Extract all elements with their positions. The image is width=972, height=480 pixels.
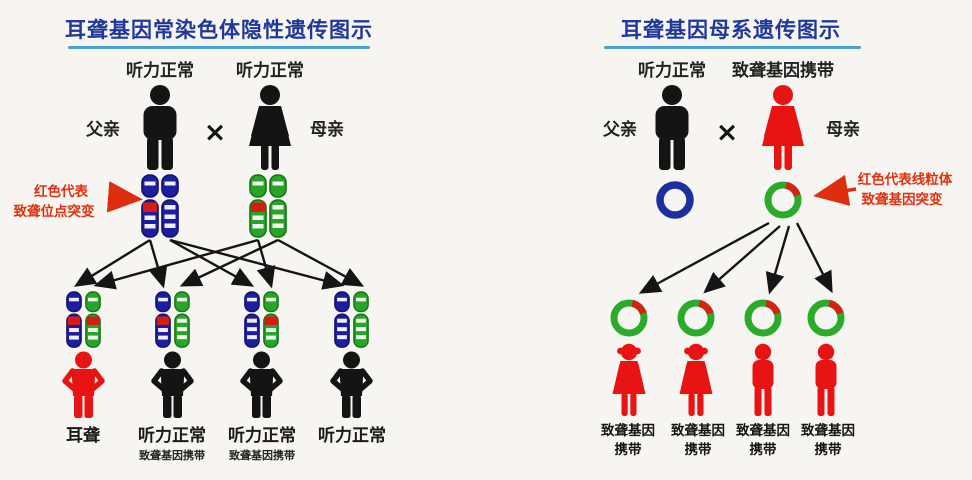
child-mitochondria-mutant-icon [811, 303, 841, 333]
left-mother-role-label: 母亲 [310, 120, 344, 141]
blue-chromosome-icon [161, 174, 179, 238]
right-title-underline [604, 46, 861, 49]
green-chromosome-icon [269, 174, 287, 238]
right-child4-label-line1: 致聋基因 [801, 422, 855, 439]
right-child1-label-line1: 致聋基因 [601, 422, 655, 439]
carrier-daughter-icon [679, 343, 713, 417]
left-pedigree [65, 84, 370, 419]
blue-mutant-chromosome-icon [141, 174, 159, 238]
left-title-underline [68, 46, 370, 49]
right-annotation-line1: 红色代表线粒体 [857, 171, 953, 188]
deaf-child-icon [65, 352, 102, 419]
right-father-role-label: 父亲 [603, 120, 637, 141]
left-father-role-label: 父亲 [86, 120, 120, 141]
child-mitochondria-mutant-icon [681, 303, 711, 333]
mitochondria-annotation-arrow-icon [813, 174, 857, 206]
left-annotation-line1: 红色代表 [34, 183, 88, 200]
carrier-son-icon [815, 343, 837, 417]
left-mother-icon [248, 84, 292, 171]
right-title: 耳聋基因母系遗传图示 [621, 17, 841, 42]
left-title: 耳聋基因常染色体隐性遗传图示 [65, 17, 373, 42]
left-child3-sublabel: 致聋基因携带 [229, 449, 295, 463]
mother-chromosome-pair [249, 174, 287, 238]
right-pedigree [612, 84, 857, 417]
right-child4-label-line2: 携带 [814, 441, 842, 458]
right-child3-label-line1: 致聋基因 [736, 422, 790, 439]
right-mother-icon [761, 84, 805, 171]
left-father-status-label: 听力正常 [126, 61, 194, 82]
left-child1-label: 耳聋 [66, 426, 100, 447]
mother-mitochondria-mutant-icon [768, 185, 798, 215]
left-child2-sublabel: 致聋基因携带 [139, 449, 205, 463]
green-mutant-chromosome-icon [249, 174, 267, 238]
right-child1-label-line2: 携带 [614, 441, 642, 458]
child-1-chromosome-pair [66, 291, 101, 348]
right-father-status-label: 听力正常 [638, 61, 706, 82]
carrier-son-icon [752, 343, 774, 417]
father-mitochondria-icon [660, 185, 690, 215]
child-mitochondria-mutant-icon [748, 303, 778, 333]
child-2-chromosome-pair [155, 291, 190, 348]
maternal-inheritance-arrows [638, 221, 833, 295]
carrier-child-icon [154, 352, 191, 419]
child-3-chromosome-pair [244, 291, 279, 348]
left-child2-label: 听力正常 [138, 426, 206, 447]
left-father-icon [143, 84, 177, 171]
right-child2-label-line2: 携带 [684, 441, 712, 458]
carrier-child-icon [243, 352, 280, 419]
right-mother-status-label: 致聋基因携带 [732, 61, 834, 82]
normal-child-icon [333, 352, 370, 419]
right-annotation-line2: 致聋基因突变 [861, 191, 943, 208]
child-4-chromosome-pair [334, 291, 369, 348]
right-child2-label-line1: 致聋基因 [671, 422, 725, 439]
left-annotation-line2: 致聋位点突变 [13, 203, 95, 220]
mutation-annotation-arrow-icon [106, 181, 143, 213]
right-mother-role-label: 母亲 [826, 120, 860, 141]
right-child3-label-line2: 携带 [749, 441, 777, 458]
inheritance-arrows [73, 238, 365, 290]
left-mother-status-label: 听力正常 [236, 61, 304, 82]
left-cross-symbol: × [203, 116, 227, 148]
carrier-daughter-icon [612, 343, 646, 417]
left-child4-label: 听力正常 [318, 426, 386, 447]
right-father-icon [655, 84, 689, 171]
father-chromosome-pair [141, 174, 179, 238]
child-mitochondria-mutant-icon [614, 303, 644, 333]
left-child3-label: 听力正常 [228, 426, 296, 447]
right-cross-symbol: × [715, 116, 739, 148]
